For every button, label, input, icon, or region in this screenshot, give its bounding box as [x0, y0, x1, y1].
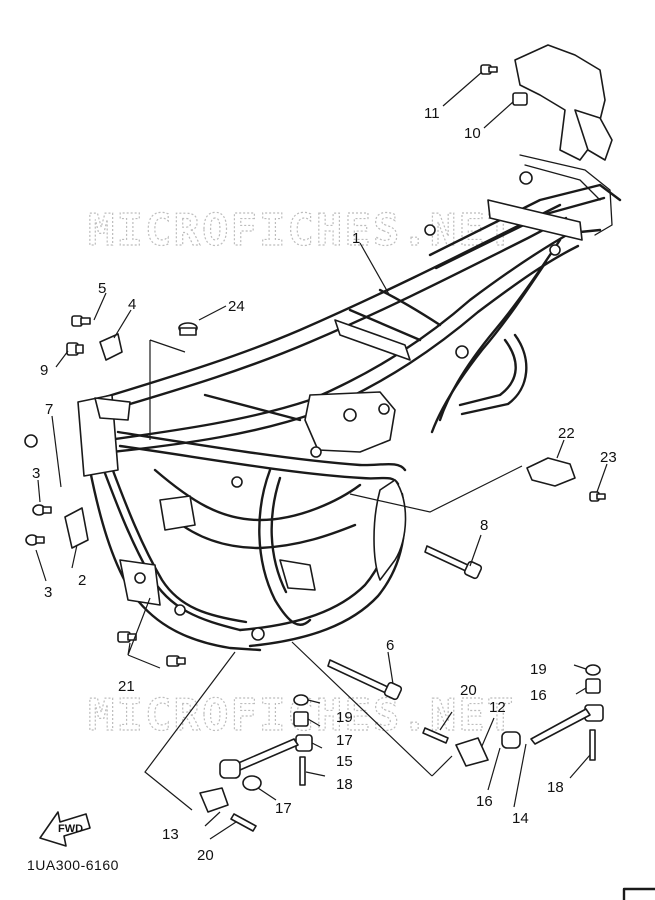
- grommet-24-icon: [178, 322, 198, 336]
- callout-19-right: 19: [530, 661, 547, 678]
- callout-20-right: 20: [460, 682, 477, 699]
- rubber-mount-10-icon: [512, 92, 528, 106]
- callout-8: 8: [480, 517, 488, 534]
- callout-1: 1: [352, 230, 360, 247]
- callout-6: 6: [386, 637, 394, 654]
- cap-7-icon: [24, 434, 38, 448]
- bolt-21-right-icon: [166, 655, 186, 667]
- bolt-6-icon: [327, 659, 403, 701]
- callout-10: 10: [464, 125, 481, 142]
- bolt-5-icon: [71, 315, 91, 327]
- callout-4: 4: [128, 296, 136, 313]
- leader-lines: [35, 71, 608, 840]
- callout-12: 12: [489, 699, 506, 716]
- callout-21: 21: [118, 678, 135, 695]
- bracket-22-icon: [526, 457, 576, 487]
- engine-mount-right-assembly: [422, 664, 604, 767]
- watermark-top: MICROFICHES.NET: [88, 205, 515, 256]
- engine-mount-left-assembly: [199, 694, 313, 832]
- bolt-21-left-icon: [117, 631, 137, 643]
- callout-20-left: 20: [197, 847, 214, 864]
- callout-9: 9: [40, 362, 48, 379]
- forward-arrow-icon: FWD: [39, 811, 91, 847]
- callout-22: 22: [558, 425, 575, 442]
- bolt-11-icon: [480, 64, 498, 75]
- corner-mark: [622, 887, 655, 900]
- bracket-4-icon: [99, 333, 123, 361]
- plate-2-icon: [64, 507, 89, 549]
- callout-16-top: 16: [530, 687, 547, 704]
- callout-3-top: 3: [32, 465, 40, 482]
- callout-17-bottom: 17: [275, 800, 292, 817]
- bolt-8-icon: [424, 545, 483, 580]
- callout-15: 15: [336, 753, 353, 770]
- callout-24: 24: [228, 298, 245, 315]
- callout-16-bottom: 16: [476, 793, 493, 810]
- callout-7: 7: [45, 401, 53, 418]
- callout-3-bottom: 3: [44, 584, 52, 601]
- main-frame: [77, 44, 622, 652]
- callout-11: 11: [424, 105, 440, 122]
- callout-17-left: 17: [336, 732, 353, 749]
- callout-2: 2: [78, 572, 86, 589]
- callout-18-left: 18: [336, 776, 353, 793]
- callout-numbers: 11 10 1 5 4 24 9 7 3 2 3 22 23 8 6 21 20…: [32, 105, 617, 864]
- callout-19-left: 19: [336, 709, 353, 726]
- callout-13: 13: [162, 826, 179, 843]
- callout-18-right: 18: [547, 779, 564, 796]
- bolt-23-icon: [589, 491, 606, 502]
- callout-23: 23: [600, 449, 617, 466]
- bolt-3-top-icon: [32, 504, 52, 516]
- diagram-code: 1UA300-6160: [27, 857, 119, 873]
- bolt-3-bottom-icon: [25, 534, 45, 546]
- forward-arrow-label: FWD: [58, 823, 83, 835]
- callout-5: 5: [98, 280, 106, 297]
- callout-14: 14: [512, 810, 529, 827]
- nut-9-icon: [66, 342, 84, 356]
